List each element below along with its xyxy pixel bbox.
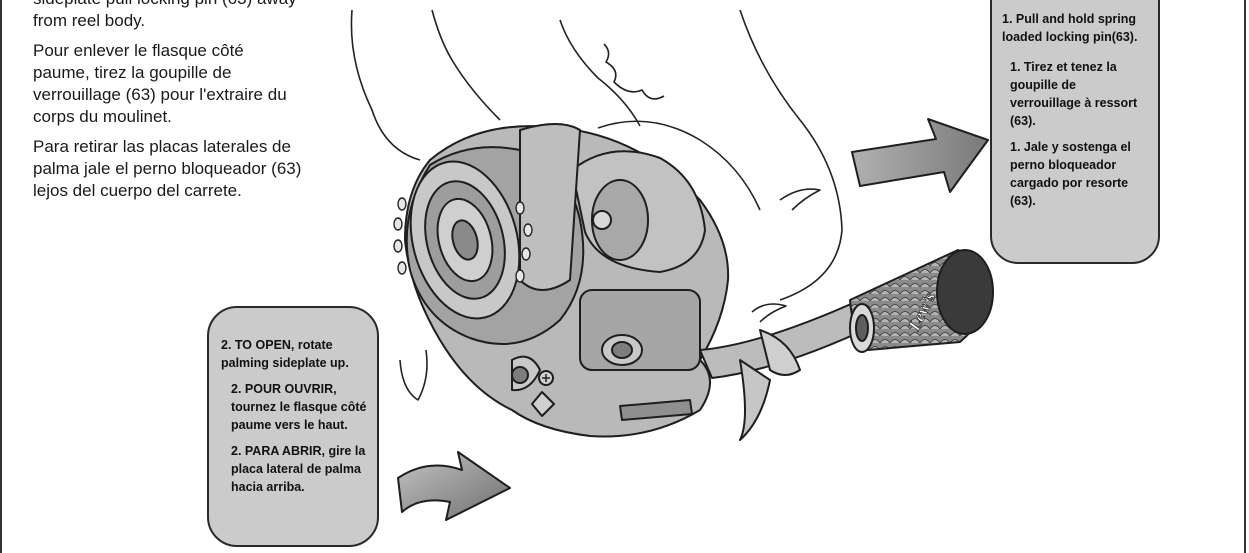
rotate-arrow-icon — [398, 452, 510, 520]
reel-body — [394, 124, 728, 436]
step2-french: 2. POUR OUVRIR, tournez le flasque côté … — [221, 380, 367, 434]
step2-spanish: 2. PARA ABRIR, gire la placa lateral de … — [221, 442, 367, 496]
pull-arrow-icon — [852, 119, 988, 192]
reel-handle — [700, 250, 993, 440]
step2-english: 2. TO OPEN, rotate palming sideplate up. — [221, 336, 367, 372]
step1-callout: 1. Pull and hold spring loaded locking p… — [990, 0, 1160, 264]
step1-french: 1. Tirez et tenez la goupille de verroui… — [1002, 58, 1150, 130]
step1-english: 1. Pull and hold spring loaded locking p… — [1002, 10, 1150, 46]
step2-callout: 2. TO OPEN, rotate palming sideplate up.… — [207, 306, 379, 547]
step1-spanish: 1. Jale y sostenga el perno bloqueador c… — [1002, 138, 1150, 210]
